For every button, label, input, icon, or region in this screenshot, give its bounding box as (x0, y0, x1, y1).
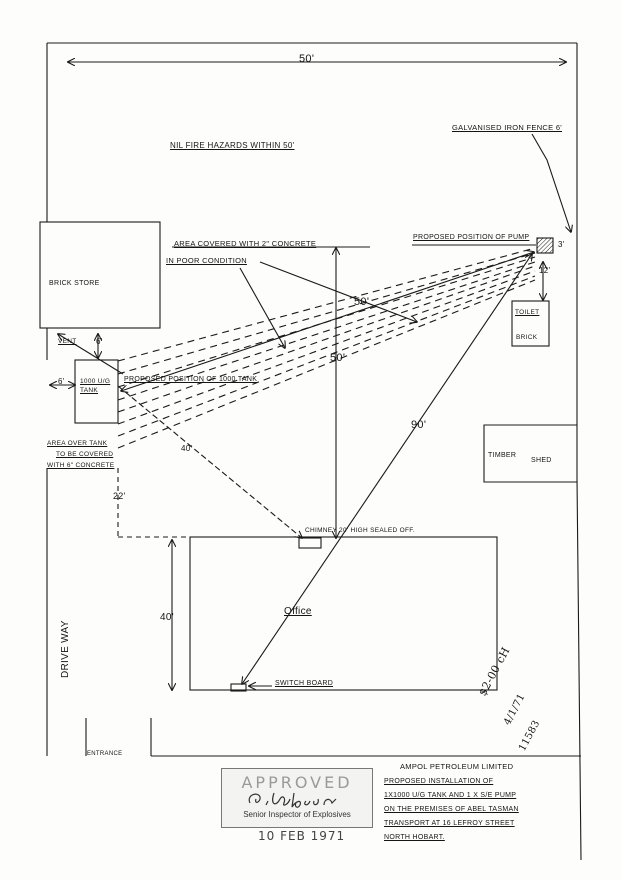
brick-store (39, 221, 161, 329)
dist-pump-to-switchboard (242, 254, 532, 684)
chimney (298, 537, 322, 549)
stamp-date: 10 FEB 1971 (258, 829, 346, 843)
brick-store-label: Brick Store (49, 280, 100, 287)
underground-tank (74, 359, 119, 424)
fence-label: Galvanised Iron Fence 6' (452, 123, 563, 132)
area-over-tank-2: to be covered (56, 451, 114, 458)
stamp-approved-word: APPROVED (241, 773, 353, 792)
area-over-tank-1: Area over tank (47, 440, 108, 447)
pump-position (536, 237, 554, 254)
title-line-3: on the premises of Abel Tasman (384, 806, 519, 813)
shed-label: Shed (531, 457, 552, 464)
office-building (189, 536, 498, 691)
hazard-zone-lines (117, 247, 536, 449)
pump-switch-distance-label: 90' (411, 419, 427, 431)
office-label: Office (284, 606, 312, 617)
tank-position-note: Proposed position of 1000 tank (124, 376, 258, 383)
vent-gap-label: 6' (96, 337, 103, 346)
area-over-tank-3: with 6" Concrete (47, 462, 115, 469)
stamp-caption: Senior Inspector of Explosives (243, 810, 351, 819)
dist-tank-to-chimney (117, 385, 302, 538)
switch-board-label: Switch Board (275, 680, 334, 687)
tank-office-distance-label: 22' (113, 491, 126, 501)
toilet-label: Toilet (515, 309, 540, 316)
area-concrete-label-2: In poor condition (166, 256, 247, 265)
tank-chimney-distance-label: 40' (181, 444, 193, 453)
pump-tank-distance-label: 50' (354, 296, 370, 308)
title-line-2: 1x1000 U/G Tank and 1 x S/E Pump (384, 792, 517, 799)
tank-label: 1000 U/G Tank (80, 378, 111, 394)
pump-label: Proposed position of Pump (413, 234, 530, 241)
tank-offset-label: 6' (58, 377, 65, 386)
title-line-5: North Hobart. (384, 834, 445, 841)
area-pointer-left (239, 267, 285, 348)
timber-shed (483, 424, 577, 483)
timber-label: Timber (488, 452, 517, 459)
boundary-right-lower (576, 477, 582, 861)
vent-label: Vent (58, 338, 77, 345)
fire-hazard-note: Nil fire hazards within 50' (170, 141, 295, 150)
title-line-4: Transport at 16 Lefroy Street (384, 820, 515, 827)
title-line-1: Proposed installation of (384, 778, 494, 785)
vent-pointer (58, 334, 124, 375)
area-pointer-right (259, 261, 417, 322)
chimney-note: Chimney 20' high sealed off. (305, 527, 415, 534)
overall-width-label: 50' (299, 53, 315, 65)
company-name: Ampol Petroleum Limited (400, 762, 514, 771)
vertical-distance-label: 50' (330, 352, 346, 364)
toilet-material-label: Brick (516, 334, 538, 341)
inspector-signature (248, 792, 337, 808)
pump-offset-label: 3' (558, 240, 565, 249)
drive-way-label: Drive Way (60, 620, 71, 678)
fence-pointer (531, 133, 571, 232)
dist-pump-to-tank (121, 252, 534, 391)
area-concrete-label-1: Area covered with 2" Concrete (174, 239, 317, 248)
switch-board (230, 683, 247, 692)
entrance-label: Entrance (87, 751, 123, 757)
office-depth-label: 40' (160, 612, 174, 623)
pump-toilet-gap-label: 12' (539, 266, 551, 275)
approval-stamp: APPROVED Senior Inspector of Explosives (221, 768, 373, 828)
